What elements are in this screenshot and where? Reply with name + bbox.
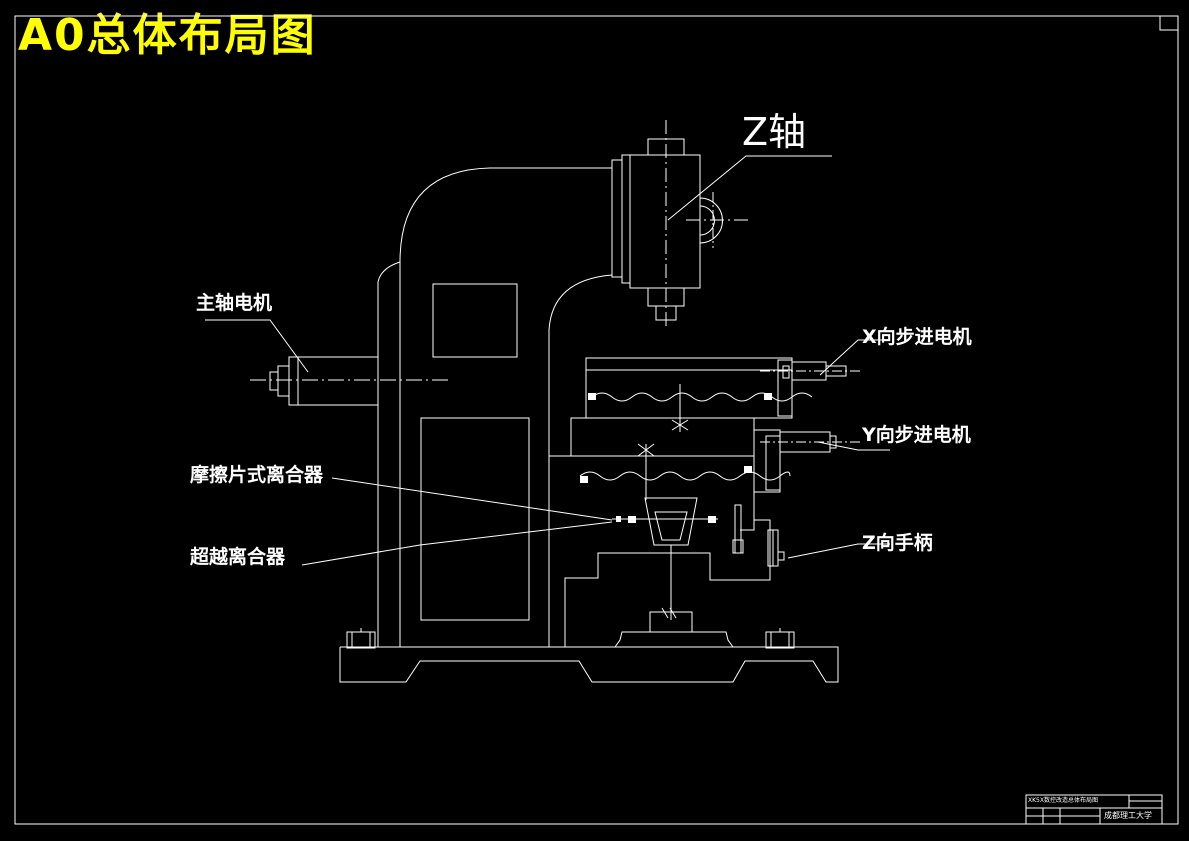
column-window-lower bbox=[420, 417, 530, 621]
title-block-university: 成都理工大学 bbox=[1104, 811, 1152, 820]
leader-spindle-motor bbox=[205, 319, 309, 373]
drawing-title: A0总体布局图 bbox=[18, 10, 317, 61]
column-window-upper bbox=[432, 283, 518, 358]
machine-column bbox=[377, 167, 612, 647]
right-bolt bbox=[765, 628, 795, 649]
spindle-head bbox=[611, 120, 748, 330]
leader-z-handle bbox=[787, 543, 890, 559]
leader-overrunning-clutch bbox=[301, 521, 613, 566]
z-handle bbox=[767, 529, 785, 567]
knee bbox=[548, 455, 791, 648]
leader-z-axis bbox=[667, 155, 832, 221]
title-block-drawing-name: XK5X数控改造总体布局图 bbox=[1028, 797, 1098, 804]
label-z-handle: Z向手柄 bbox=[862, 532, 933, 554]
x-table bbox=[585, 357, 860, 432]
spindle-motor bbox=[250, 356, 450, 406]
sheet-frame bbox=[14, 15, 1179, 825]
column-front bbox=[548, 274, 613, 647]
label-spindle-motor: 主轴电机 bbox=[196, 292, 273, 314]
leader-y-motor bbox=[817, 441, 890, 451]
machine-base bbox=[339, 646, 839, 683]
label-overrunning-clutch: 超越离合器 bbox=[190, 546, 286, 568]
y-saddle bbox=[570, 417, 860, 493]
label-z-axis: Z轴 bbox=[742, 110, 807, 154]
title-block bbox=[1025, 794, 1163, 825]
frame-corner-mark bbox=[1159, 16, 1178, 31]
leader-x-motor bbox=[819, 339, 890, 376]
label-friction-clutch: 摩擦片式离合器 bbox=[190, 464, 324, 486]
label-x-motor: X向步进电机 bbox=[862, 326, 972, 348]
leader-friction-clutch bbox=[331, 477, 613, 521]
label-y-motor: Y向步进电机 bbox=[862, 424, 971, 446]
leveling-block bbox=[614, 631, 734, 648]
left-bolt bbox=[346, 628, 376, 649]
